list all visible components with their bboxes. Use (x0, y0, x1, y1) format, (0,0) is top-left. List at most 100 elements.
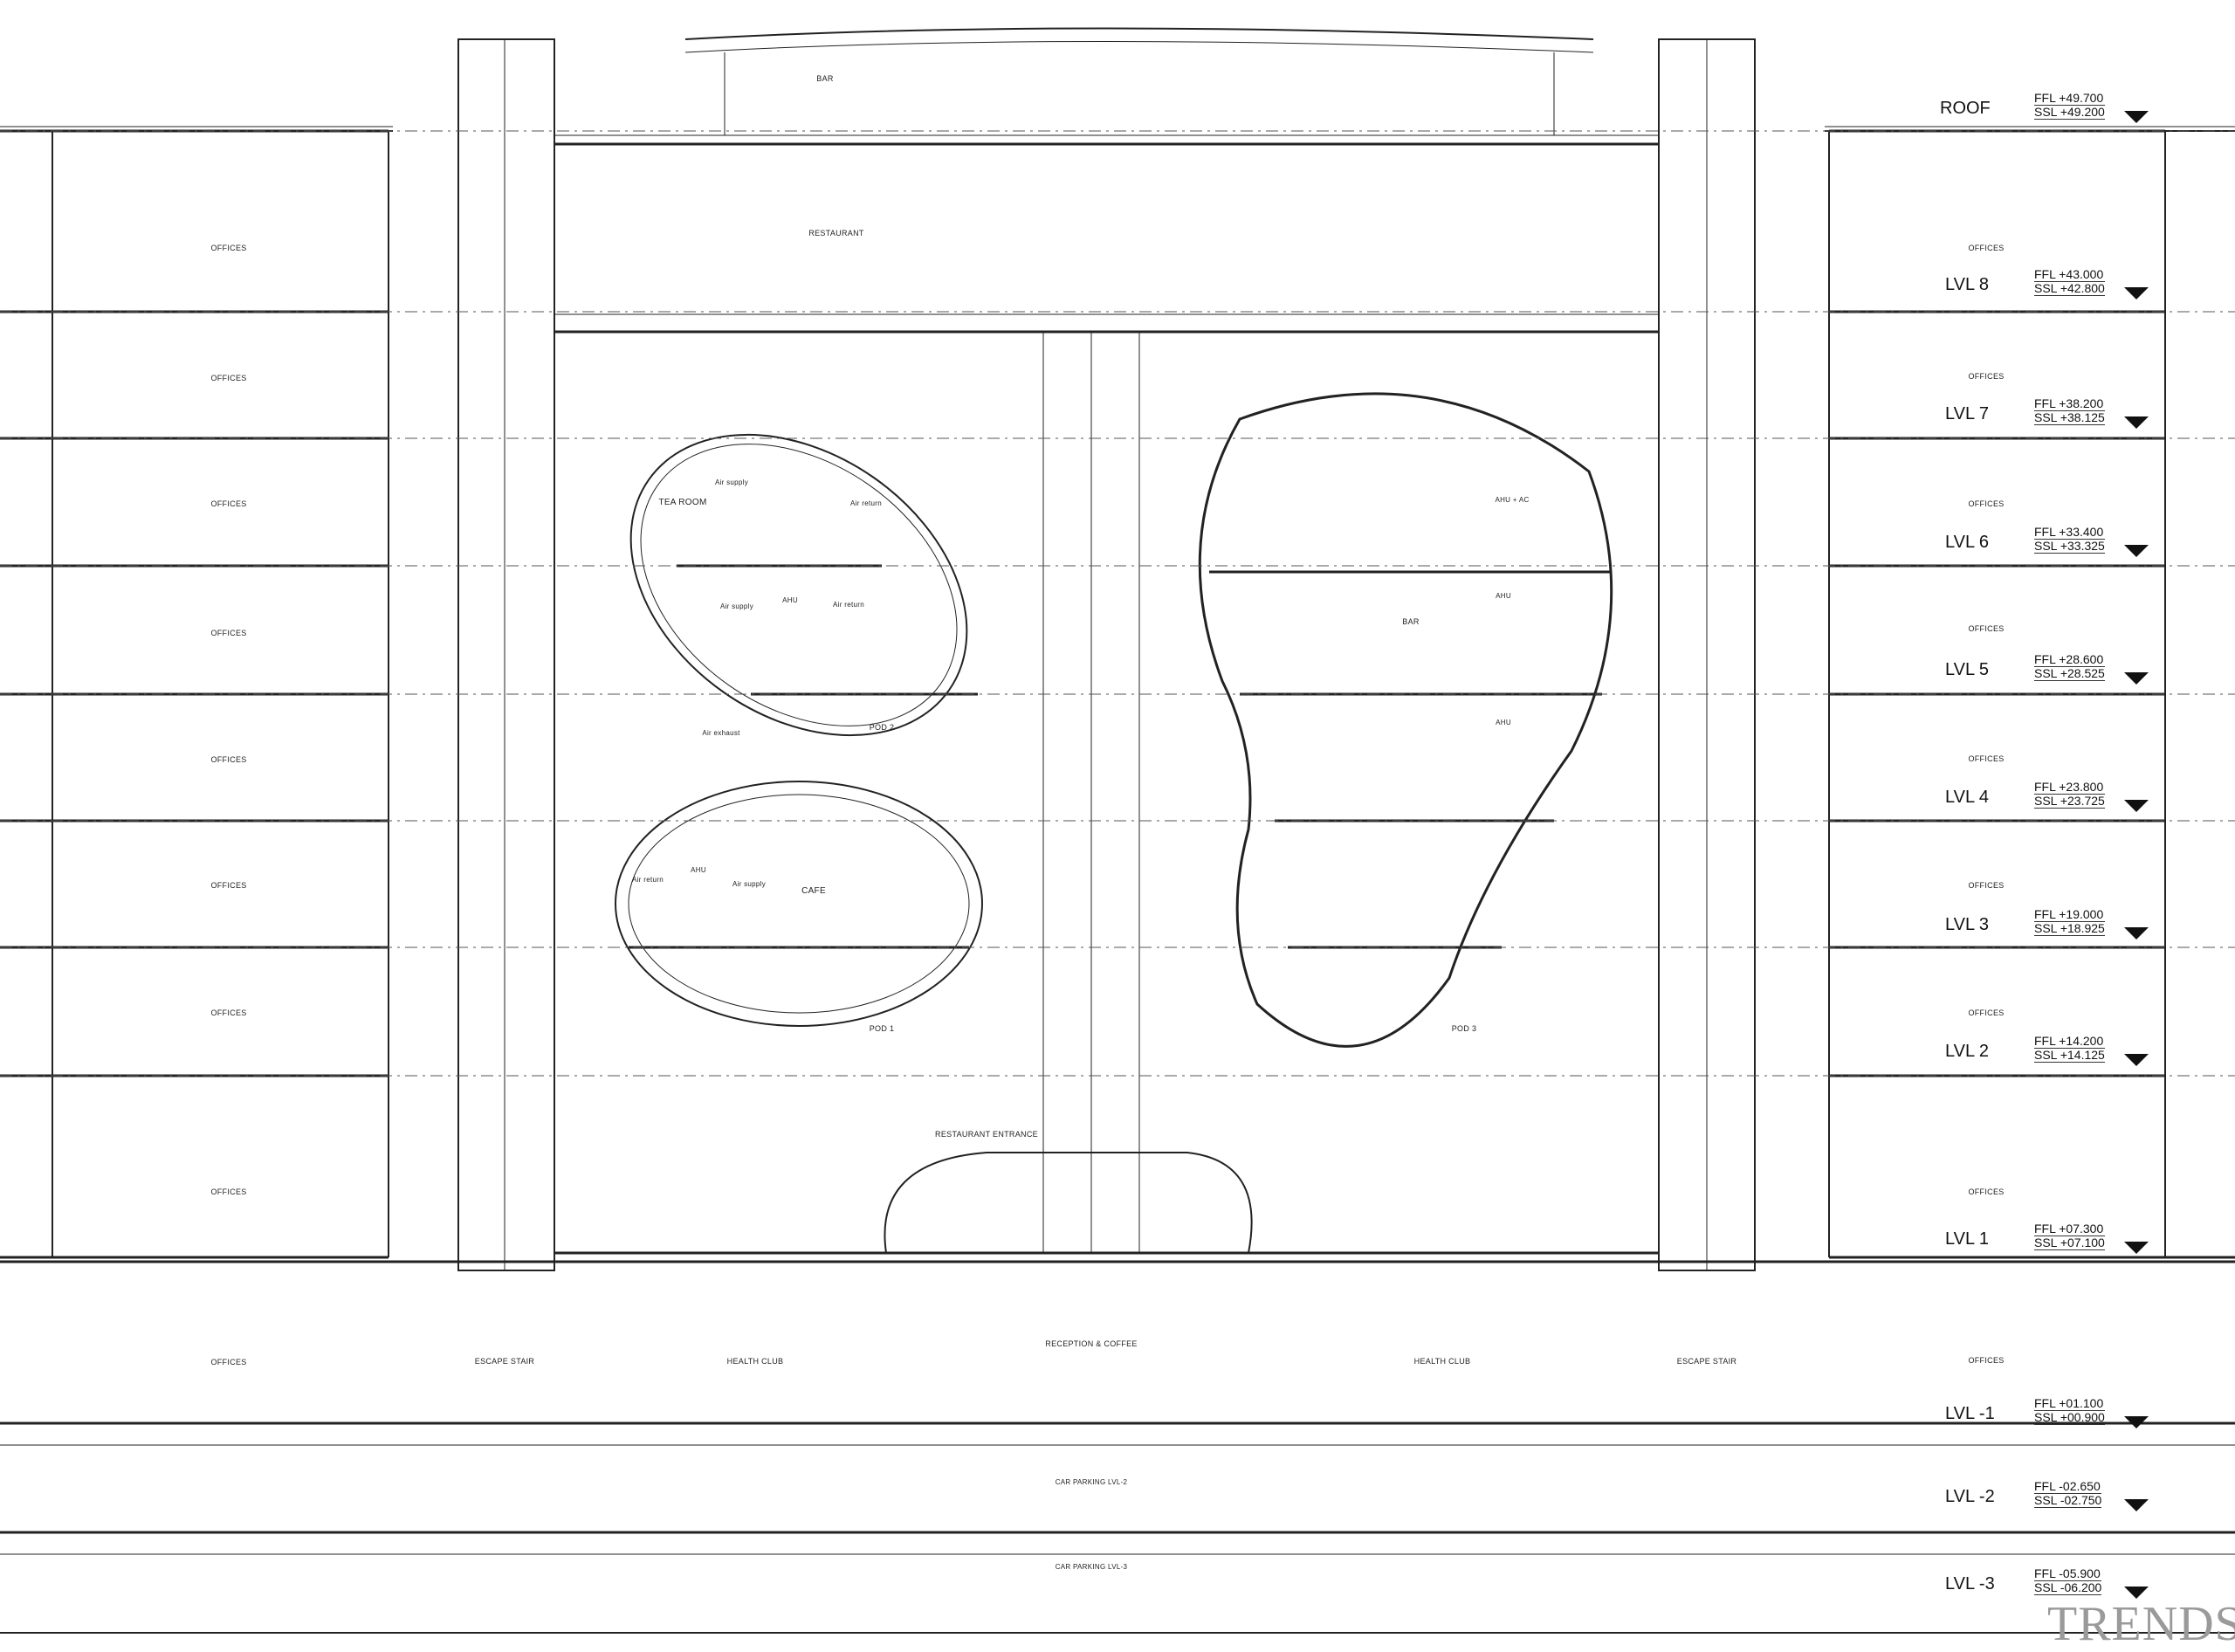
ffl-value: FFL +14.200 (2034, 1034, 2105, 1049)
level-name: LVL -3 (1945, 1574, 1995, 1593)
level-marker-triangle (2124, 927, 2149, 940)
pod2-air-return-2: Air return (833, 601, 864, 609)
level-marker-triangle (2124, 545, 2149, 557)
ssl-value: SSL +07.100 (2034, 1236, 2105, 1250)
office-label-right-4: OFFICES (1968, 754, 2005, 763)
tea-room-label: TEA ROOM (658, 498, 707, 507)
pod2-name: POD 2 (869, 723, 895, 732)
level-marker-triangle (2124, 1054, 2149, 1066)
level-name: LVL 2 (1945, 1042, 1990, 1061)
pod2-air-exhaust: Air exhaust (702, 729, 740, 737)
level-name: LVL 1 (1945, 1229, 1990, 1249)
left-office-wing (0, 126, 393, 1259)
ssl-value: SSL +33.325 (2034, 539, 2105, 554)
ssl-value: SSL +49.200 (2034, 105, 2105, 120)
level-name: LVL -1 (1945, 1404, 1995, 1423)
level-name: LVL 8 (1945, 275, 1990, 294)
ffl-value: FFL +43.000 (2034, 267, 2105, 282)
health-club-left: HEALTH CLUB (726, 1357, 784, 1366)
level-name: LVL 6 (1945, 533, 1990, 552)
car-parking-lvl-3: CAR PARKING LVL-3 (1055, 1563, 1128, 1571)
ffl-value: FFL +28.600 (2034, 652, 2105, 667)
office-label-right-b1: OFFICES (1968, 1356, 2005, 1365)
ssl-value: SSL -06.200 (2034, 1580, 2102, 1595)
trends-watermark: TRENDS (2047, 1597, 2235, 1651)
pod1-air-supply: Air supply (732, 880, 767, 888)
escape-stair-right: ESCAPE STAIR (1676, 1357, 1737, 1366)
ffl-value: FFL -02.650 (2034, 1479, 2102, 1494)
level-name: LVL 3 (1945, 915, 1990, 934)
level-name: LVL 4 (1945, 788, 1990, 807)
restaurant-label: RESTAURANT (808, 229, 864, 237)
office-label-right-1: OFFICES (1968, 1187, 2005, 1196)
right-office-wing (1825, 126, 2235, 1259)
ffl-value: FFL +38.200 (2034, 396, 2105, 411)
office-label-left-4: OFFICES (210, 755, 247, 764)
office-label-right-7: OFFICES (1968, 372, 2005, 381)
level-name: ROOF (1940, 99, 1991, 118)
ssl-value: SSL +42.800 (2034, 281, 2105, 296)
pod3-ahu-ac: AHU + AC (1495, 496, 1530, 504)
level-name: LVL 7 (1945, 404, 1990, 423)
pod2-air-supply: Air supply (714, 478, 749, 486)
office-label-right-3: OFFICES (1968, 881, 2005, 890)
escape-stair-left: ESCAPE STAIR (474, 1357, 535, 1366)
office-label-left-5: OFFICES (210, 629, 247, 637)
office-label-right-2: OFFICES (1968, 1008, 2005, 1017)
office-label-right-6: OFFICES (1968, 499, 2005, 508)
ffl-value: FFL +01.100 (2034, 1396, 2105, 1411)
cafe-label: CAFE (801, 886, 826, 896)
restaurant-entrance-label: RESTAURANT ENTRANCE (935, 1130, 1038, 1139)
ffl-value: FFL -05.900 (2034, 1566, 2102, 1581)
office-label-left-1: OFFICES (210, 1187, 247, 1196)
roof-bar-label: BAR (816, 74, 834, 83)
level-name: LVL 5 (1945, 660, 1990, 679)
ssl-value: SSL +18.925 (2034, 921, 2105, 936)
ssl-value: SSL +14.125 (2034, 1048, 2105, 1063)
ffl-value: FFL +19.000 (2034, 907, 2105, 922)
level-marker-triangle (2124, 672, 2149, 685)
level-marker-triangle (2124, 416, 2149, 429)
pod1-air-return: Air return (632, 876, 664, 884)
level-marker-triangle (2124, 1587, 2149, 1599)
pod1-ahu: AHU (691, 866, 706, 874)
office-label-right-8: OFFICES (1968, 244, 2005, 252)
pod2-air-return: Air return (850, 499, 882, 507)
health-club-right: HEALTH CLUB (1413, 1357, 1471, 1366)
office-label-right-5: OFFICES (1968, 624, 2005, 633)
office-label-left-2: OFFICES (210, 1008, 247, 1017)
office-label-left-b1: OFFICES (210, 1358, 247, 1366)
pod-3-outline (1198, 392, 1613, 1048)
level-marker-triangle (2124, 1499, 2149, 1511)
level-marker-triangle (2124, 111, 2149, 123)
ffl-value: FFL +07.300 (2034, 1222, 2105, 1236)
ffl-value: FFL +23.800 (2034, 780, 2105, 795)
lift-shaft (1042, 331, 1140, 1254)
ffl-value: FFL +49.700 (2034, 91, 2105, 106)
car-parking-lvl-2: CAR PARKING LVL-2 (1055, 1478, 1128, 1486)
pod1-name: POD 1 (869, 1024, 895, 1033)
office-label-left-7: OFFICES (210, 374, 247, 382)
office-label-left-3: OFFICES (210, 881, 247, 890)
restaurant-entrance-pavilion (884, 1152, 1253, 1254)
pod-1-outline (615, 781, 983, 1027)
level-marker-triangle (2124, 287, 2149, 299)
level-marker-triangle (2124, 1242, 2149, 1254)
office-label-left-6: OFFICES (210, 499, 247, 508)
ssl-value: SSL +28.525 (2034, 666, 2105, 681)
level-marker-triangle (2124, 800, 2149, 812)
pod3-bar-label: BAR (1402, 617, 1420, 626)
pod2-air-supply-2: Air supply (719, 602, 754, 610)
ssl-value: SSL +23.725 (2034, 794, 2105, 809)
level-marker-triangle (2124, 1416, 2149, 1428)
